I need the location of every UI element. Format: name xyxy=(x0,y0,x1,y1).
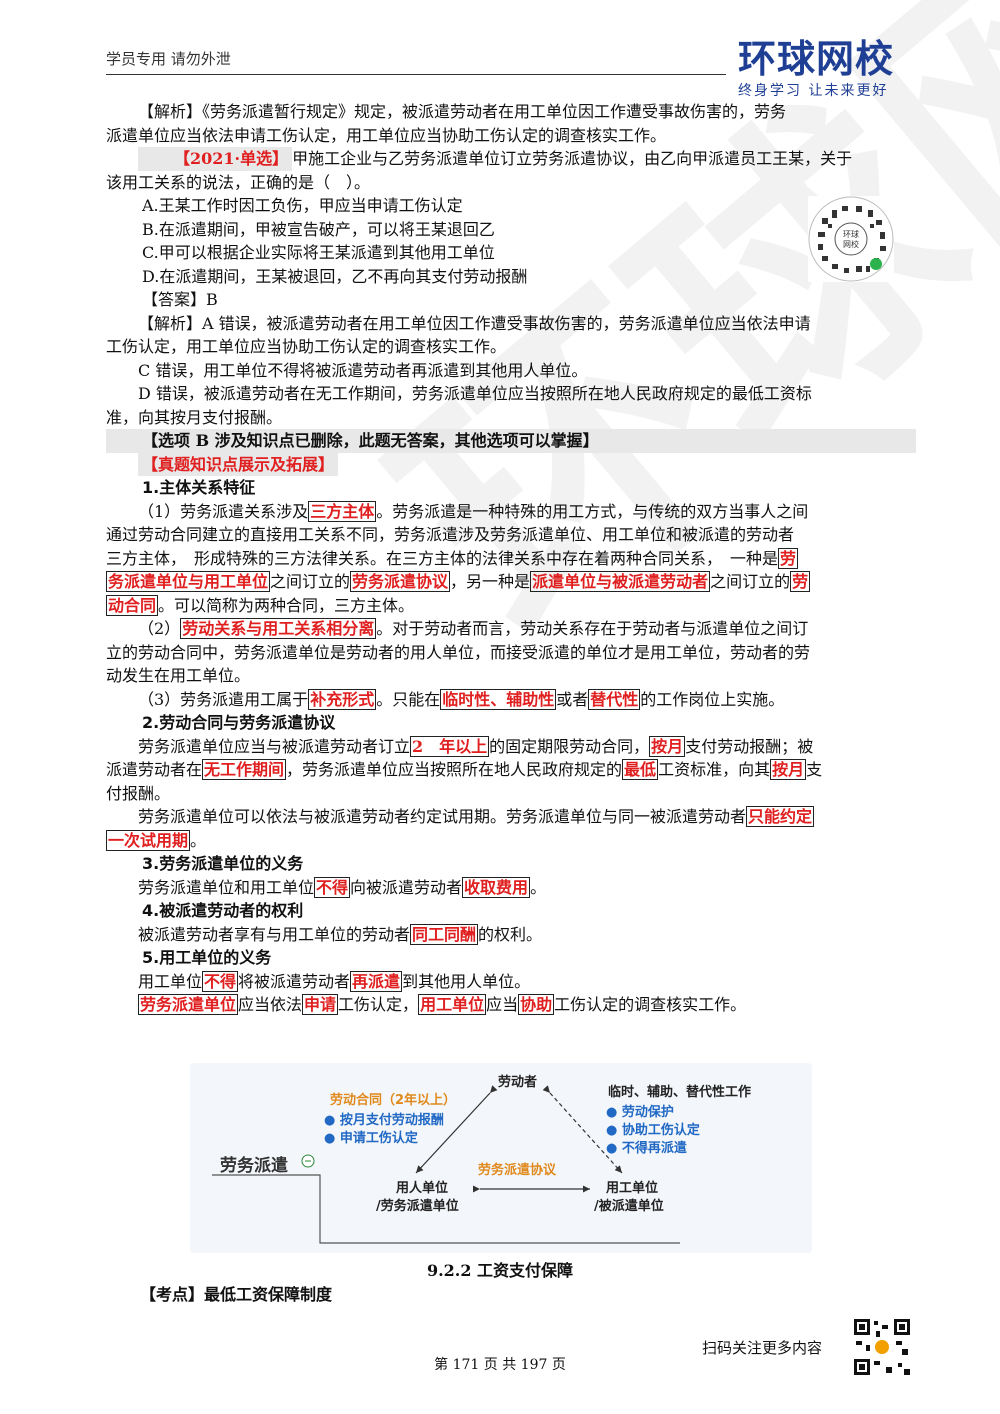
root-connector xyxy=(212,1174,680,1244)
section-4-title: 4.被派遣劳动者的权利 xyxy=(142,901,304,920)
option-c: C.甲可以根据企业实际将王某派遣到其他用工单位 xyxy=(142,243,495,262)
answer-analysis-cont: 工伤认定，用工单位应当协助工伤认定的调查核实工作。 xyxy=(106,337,507,356)
section-5-title: 5.用工单位的义务 xyxy=(142,948,272,967)
s1-line: 立的劳动合同中，劳务派遣单位是劳动者的用人单位，而接受派遣的单位才是用工单位，劳… xyxy=(106,642,811,662)
answer-analysis: 【解析】A 错误，被派遣劳动者在用工单位因工作遭受事故伤害的，劳务派遣单位应当依… xyxy=(138,313,811,333)
question-tag: 【2021·单选】 xyxy=(138,147,293,171)
question-stem-text: 甲施工企业与乙劳务派遣单位订立劳务派遣协议，由乙向甲派遣员工王某，关于 xyxy=(292,149,853,168)
diagram-right-item: ● 不得再派遣 xyxy=(606,1141,687,1156)
diagram-right-item: ● 协助工伤认定 xyxy=(606,1123,700,1138)
mini-program-qr-icon: 环球 网校 xyxy=(808,196,894,282)
analysis-d: D 错误，被派遣劳动者在无工作期间，劳务派遣单位应当按照所在地人民政府规定的最低… xyxy=(138,384,812,403)
analysis-d-cont: 准，向其按月支付报酬。 xyxy=(106,407,283,427)
s2-line: 派遣劳动者在无工作期间，劳务派遣单位应当按照所在地人民政府规定的最低工资标准，向… xyxy=(106,759,823,780)
diagram-user-sub: /被派遣单位 xyxy=(594,1199,664,1214)
diagram-left-item: ● 按月支付劳动报酬 xyxy=(324,1113,444,1128)
diagram-right-title: 临时、辅助、替代性工作 xyxy=(608,1085,752,1100)
diagram-middle-label: 劳务派遣协议 xyxy=(478,1163,557,1178)
s1-line: 三方主体， 形成特殊的三方法律关系。在三方主体的法律关系中存在着两种合同关系， … xyxy=(106,547,799,569)
diagram-employer-sub: /劳务派遣单位 xyxy=(376,1199,459,1214)
s1-paragraph-1: （1）劳务派遣关系涉及三方主体。劳务派遣是一种特殊的用工方式，与传统的双方当事人… xyxy=(138,500,809,522)
analysis-paragraph-cont: 派遣单位应当依法申请工伤认定，用工单位应当协助工伤认定的调查核实工作。 xyxy=(106,125,667,145)
s1-line: 通过劳动合同建立的直接用工关系不同，劳务派遣涉及劳务派遣单位、用工单位和被派遣的… xyxy=(106,525,795,544)
option-d: D.在派遣期间，王某被退回，乙不再向其支付劳动报酬 xyxy=(142,266,528,286)
option-a: A.王某工作时因工负伤，甲应当申请工伤认定 xyxy=(142,196,463,215)
analysis-paragraph: 【解析】《劳务派遣暂行规定》规定，被派遣劳动者在用工单位因工作遭受事故伤害的，劳… xyxy=(138,102,787,121)
diagram-root: 劳务派遣 xyxy=(220,1156,288,1176)
question-stem-cont: 该用工关系的说法，正确的是（ ）。 xyxy=(106,172,371,192)
section-heading: 【真题知识点展示及拓展】 xyxy=(138,452,339,476)
section-2-title: 2.劳动合同与劳务派遣协议 xyxy=(142,713,336,732)
key-point-heading: 【考点】最低工资保障制度 xyxy=(140,1285,333,1304)
analysis-c: C 错误，用工单位不得将被派遣劳动者再派遣到其他用人单位。 xyxy=(138,360,588,380)
logo-title: 环球网校 xyxy=(738,37,895,81)
s1-paragraph-3: （3）劳务派遣用工属于补充形式。只能在临时性、辅助性或者替代性的工作岗位上实施。 xyxy=(138,688,785,710)
logo-slogan: 终身学习 让未来更好 xyxy=(738,83,889,99)
s2-line: 付报酬。 xyxy=(106,783,171,803)
s2-line: 一次试用期。 xyxy=(106,829,207,851)
s5-paragraph-1: 用工单位不得将被派遣劳动者再派遣到其他用人单位。 xyxy=(138,970,531,992)
svg-text:网校: 网校 xyxy=(843,239,859,249)
s3-paragraph: 劳务派遣单位和用工单位不得向被派遣劳动者收取费用。 xyxy=(138,876,547,898)
section-1-title: 1.主体关系特征 xyxy=(142,478,256,497)
main-content: 【解析】《劳务派遣暂行规定》规定，被派遣劳动者在用工单位因工作遭受事故伤害的，劳… xyxy=(106,100,916,1017)
option-b: B.在派遣期间，甲被宣告破产，可以将王某退回乙 xyxy=(142,219,495,239)
diagram-connectors xyxy=(212,1085,680,1244)
arrow-laborer-user xyxy=(542,1085,623,1174)
page-number: 第 171 页 共 197 页 xyxy=(434,1357,566,1373)
s2-paragraph-2: 劳务派遣单位可以依法与被派遣劳动者约定试用期。劳务派遣单位与同一被派遣劳动者只能… xyxy=(138,806,815,827)
diagram-employer: 用人单位 xyxy=(396,1181,449,1196)
section-3-title: 3.劳务派遣单位的义务 xyxy=(142,854,304,873)
diagram-user: 用工单位 xyxy=(606,1181,659,1196)
diagram-left-title: 劳动合同（2年以上） xyxy=(330,1093,457,1108)
question-stem: 【2021·单选】甲施工企业与乙劳务派遣单位订立劳务派遣协议，由乙向甲派遣员工王… xyxy=(106,147,916,171)
s5-paragraph-2: 劳务派遣单位应当依法申请工伤认定，用工单位应当协助工伤认定的调查核实工作。 xyxy=(138,994,747,1015)
header-left-text: 学员专用 请勿外泄 xyxy=(106,50,231,68)
footer-qr-icon xyxy=(852,1317,912,1377)
brand-logo: 环球网校 终身学习 让未来更好 xyxy=(738,37,913,99)
diagram-left-item: ● 申请工伤认定 xyxy=(324,1131,418,1146)
diagram-right-item: ● 劳动保护 xyxy=(606,1105,674,1120)
diagram-laborer: 劳动者 xyxy=(498,1075,538,1090)
scan-hint: 扫码关注更多内容 xyxy=(702,1339,823,1357)
answer: 【答案】B xyxy=(142,290,218,309)
s1-line: 动发生在用工单位。 xyxy=(106,666,251,685)
note-banner: 【选项 B 涉及知识点已删除，此题无答案，其他选项可以掌握】 xyxy=(106,429,916,453)
s1-line: 动合同。可以简称为两种合同，三方主体。 xyxy=(106,594,415,616)
header-divider xyxy=(106,74,726,75)
arrow-laborer-employer xyxy=(415,1085,498,1174)
s4-paragraph: 被派遣劳动者享有与用工单位的劳动者同工同酬的权利。 xyxy=(138,923,543,945)
s1-line: 务派遣单位与用工单位之间订立的劳务派遣协议，另一种是派遣单位与被派遣劳动者之间订… xyxy=(106,571,811,592)
section-caption: 9.2.2 工资支付保障 xyxy=(426,1261,574,1280)
s1-paragraph-2: （2）劳动关系与用工关系相分离。对于劳动者而言，劳动关系存在于劳动者与派遣单位之… xyxy=(138,618,809,639)
labor-dispatch-diagram: 劳务派遣 劳动者 劳动合同（2年以上） ● 按月支付劳动报酬 ● 申请工伤认定 … xyxy=(190,1063,812,1253)
svg-text:环球: 环球 xyxy=(843,229,859,239)
